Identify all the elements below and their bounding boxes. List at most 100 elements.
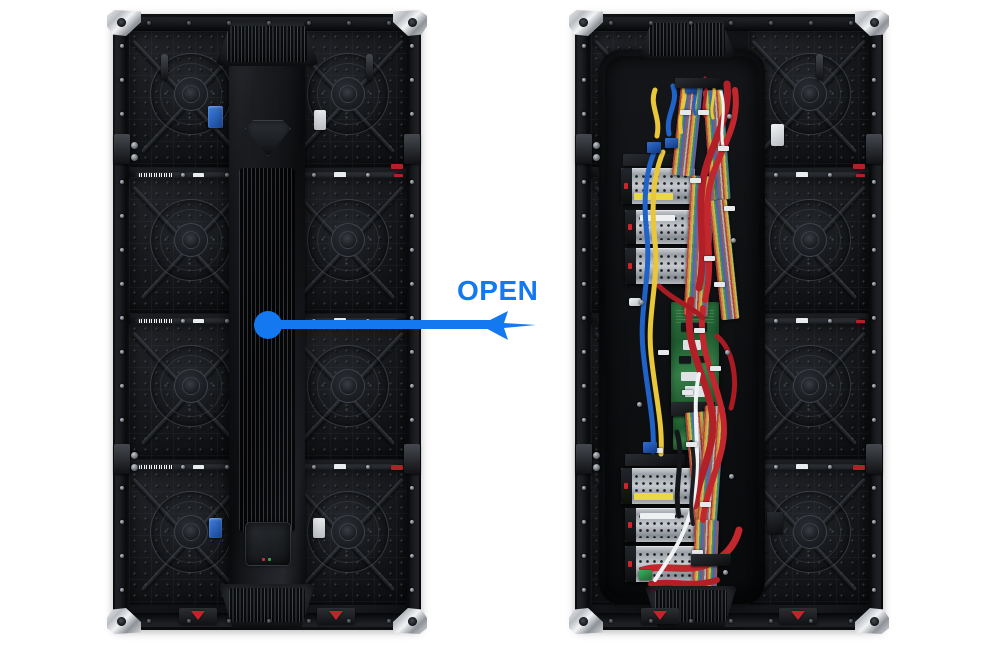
cell-hub-bolt — [188, 213, 191, 217]
white-label — [796, 464, 808, 471]
cavity-screw — [725, 350, 730, 355]
red-marker — [391, 164, 403, 169]
latch-bottom-right[interactable] — [779, 608, 817, 624]
cell-hub-mid — [778, 63, 841, 125]
cell-hub-bolt — [188, 67, 191, 71]
cell-hub-bolt — [369, 383, 372, 387]
cell-hub-bolt — [164, 383, 167, 387]
cell-hub-bolt — [345, 505, 348, 509]
pcb-trace — [676, 316, 714, 317]
alignment-pin — [816, 54, 823, 80]
rail-screw — [120, 282, 124, 286]
rail-screw — [828, 465, 832, 469]
rail-screw — [187, 21, 191, 25]
cell-hub-mid — [159, 355, 222, 417]
cell-hub-core — [338, 231, 357, 249]
side-latch-block — [866, 444, 882, 474]
cell-hub-bolt — [188, 359, 191, 363]
cell-hub-outer — [768, 199, 851, 281]
cell-hub-bolt — [369, 91, 372, 95]
rail-screw — [872, 384, 876, 388]
rail-screw — [181, 173, 185, 177]
open-label: OPEN — [457, 275, 539, 306]
cell-hub-inner — [792, 223, 827, 257]
cell-hub-bolt — [831, 383, 834, 387]
rail-screw — [582, 316, 586, 320]
cable-tie — [718, 146, 729, 151]
latch-bottom-left[interactable] — [179, 608, 217, 624]
cell-hub-bolt — [321, 237, 324, 241]
rail-screw — [410, 248, 414, 252]
cell-hub-bolt — [807, 115, 810, 119]
cell-hub-core — [181, 377, 200, 395]
rail-screw — [582, 350, 586, 354]
center-handle-cover[interactable] — [229, 48, 305, 610]
cell-hub-bolt — [807, 213, 810, 217]
rail-screw — [872, 78, 876, 82]
cell-hub-mid — [316, 209, 379, 271]
rail-screw — [120, 486, 124, 490]
pcb-chip — [695, 356, 705, 362]
top-cover-vent — [637, 18, 737, 60]
cell-hub-bolt — [188, 553, 191, 557]
rail-screw — [267, 21, 271, 25]
blue-connector — [209, 518, 222, 538]
rail-screw — [225, 465, 229, 469]
rail-screw — [410, 418, 414, 422]
cell-hub-core — [800, 377, 819, 395]
psu-white-tape — [639, 215, 676, 222]
green-connector — [639, 570, 652, 580]
rail-screw — [828, 173, 832, 177]
cell-hub-bolt — [345, 359, 348, 363]
cell-hub-bolt — [783, 91, 786, 95]
rail-screw — [347, 21, 351, 25]
cavity-screw — [727, 114, 732, 119]
frame-rail-left — [577, 20, 592, 624]
cell-hub-bolt — [164, 529, 167, 533]
rail-screw — [769, 619, 773, 623]
cell-hub-mid — [316, 355, 379, 417]
cell-hub-bolt — [369, 237, 372, 241]
side-latch-screw — [131, 154, 138, 161]
rail-screw — [312, 173, 316, 177]
cable-tie — [686, 442, 697, 447]
white-label — [193, 173, 204, 178]
latch-bottom-left[interactable] — [641, 608, 679, 624]
blue-connector — [208, 106, 223, 128]
rail-screw — [809, 21, 813, 25]
rail-screw — [689, 619, 693, 623]
rail-screw — [649, 21, 653, 25]
side-latch-block — [404, 444, 420, 474]
handle-top-fins — [227, 26, 307, 62]
rail-screw — [307, 619, 311, 623]
latch-bottom-right[interactable] — [317, 608, 355, 624]
rail-screw — [120, 316, 124, 320]
rail-screw — [582, 44, 586, 48]
rail-screw — [872, 180, 876, 184]
rail-screw — [366, 173, 370, 177]
divider-bar — [135, 318, 242, 325]
cell-hub-mid — [159, 209, 222, 271]
rail-screw — [774, 319, 778, 323]
cell-hub-bolt — [212, 383, 215, 387]
side-latch-screw — [593, 452, 600, 459]
rail-screw — [410, 588, 414, 592]
rail-screw — [582, 520, 586, 524]
cavity-screw — [731, 238, 736, 243]
cell-hub-mid — [316, 63, 379, 125]
red-marker — [394, 174, 403, 178]
cell-hub-bolt — [345, 407, 348, 411]
open-service-cavity — [599, 50, 765, 604]
rail-screw — [872, 350, 876, 354]
side-latch-block — [114, 444, 130, 474]
white-connector — [771, 124, 784, 146]
cell-hub-mid — [778, 355, 841, 417]
rail-screw — [689, 21, 693, 25]
rail-screw — [872, 588, 876, 592]
rail-screw — [872, 112, 876, 116]
cavity-screw — [639, 300, 644, 305]
cell-hub-bolt — [369, 529, 372, 533]
blue-connector — [643, 442, 657, 453]
cavity-screw — [637, 402, 642, 407]
